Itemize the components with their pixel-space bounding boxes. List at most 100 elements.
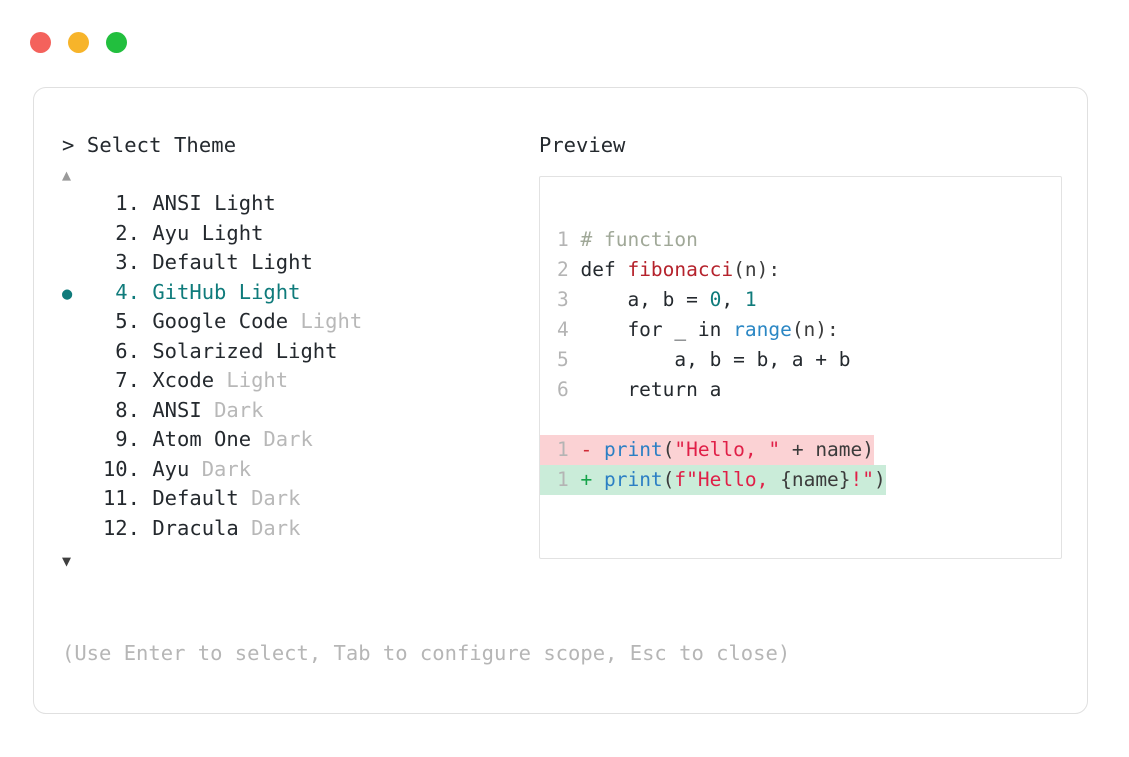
theme-item-variant: Light [201,220,264,245]
theme-item-name: Default [140,486,252,510]
theme-item-number: 2. [102,220,140,245]
theme-item-number: 5. [102,309,140,333]
theme-list-item[interactable]: 11. Default Dark [62,486,532,516]
code-line: 1 # function [540,225,1061,255]
theme-item-number: 12. [102,515,140,540]
page-title: > Select Theme [62,133,237,157]
theme-item-variant: Dark [201,456,252,481]
code-token: a, b = b, a + b [580,348,851,371]
code-token: range [733,318,792,341]
theme-item-number: 11. [102,486,140,510]
code-token: f"Hello, [674,468,781,491]
code-token: , [721,288,745,311]
code-line: 3 a, b = 0, 1 [540,285,1061,315]
close-window-button[interactable] [30,32,51,53]
line-number: 6 [557,378,581,401]
code-token: return a [580,378,722,401]
preview-label: Preview [539,133,626,157]
theme-item-name: Ayu [140,220,202,245]
code-token: a, b = [580,288,710,311]
line-number: 5 [557,348,581,371]
diff-added-line: 1 + print(f"Hello, {name}!") [540,465,886,495]
code-token: 0 [709,288,722,311]
code-token: def [580,258,628,281]
theme-item-variant: Dark [214,397,264,422]
line-number: 2 [557,258,581,281]
theme-item-name: Atom One [140,427,264,451]
theme-list-item[interactable]: 1. ANSI Light [62,191,532,221]
theme-item-variant: Light [251,250,313,274]
code-token: + name) [780,438,875,461]
theme-item-name: Xcode [140,368,227,392]
line-number: 3 [557,288,581,311]
theme-item-number: 9. [102,427,140,451]
diff-minus-sign: - [580,438,604,461]
selected-bullet-icon: ● [62,283,73,304]
diff-block: 1 - print("Hello, " + name)1 + print(f"H… [540,435,1061,495]
theme-item-name: Google Code [140,309,301,333]
scroll-down-icon[interactable]: ▼ [62,552,72,570]
theme-list-item[interactable]: 3. Default Light [62,250,532,280]
theme-item-number: 3. [102,250,140,274]
theme-list-item[interactable]: 12. Dracula Dark [62,516,532,546]
theme-item-number: 7. [102,368,140,392]
theme-list-item[interactable]: 9. Atom One Dark [62,427,532,457]
minimize-window-button[interactable] [68,32,89,53]
scroll-up-icon[interactable]: ▲ [62,166,72,184]
theme-item-number: 4. [102,279,140,304]
code-token: ( [662,438,675,461]
code-token: (n): [733,258,781,281]
theme-item-variant: Light [226,368,289,392]
code-token: for _ in [580,318,734,341]
theme-item-name: Dracula [140,515,252,540]
theme-list-item[interactable]: 10. Ayu Dark [62,457,532,487]
theme-list-item[interactable]: 7. Xcode Light [62,368,532,398]
theme-item-number: 10. [102,456,140,481]
line-number: 1 [557,438,581,461]
theme-item-name: ANSI [140,191,215,215]
theme-item-variant: Dark [251,515,301,540]
code-token: ( [662,468,675,491]
theme-list-item[interactable]: 6. Solarized Light [62,339,532,369]
code-token: (n): [791,318,839,341]
theme-list: 1. ANSI Light 2. Ayu Light 3. Default Li… [62,191,532,545]
code-token: print [603,438,663,461]
theme-list-item[interactable]: 8. ANSI Dark [62,398,532,428]
theme-item-variant: Dark [251,486,301,510]
maximize-window-button[interactable] [106,32,127,53]
diff-plus-sign: + [580,468,604,491]
theme-item-name: ANSI [140,397,215,422]
theme-selector-column: > Select Theme ▲ 1. ANSI Light 2. Ayu Li… [62,133,532,571]
theme-item-variant: Light [300,309,363,333]
theme-item-variant: Light [214,191,276,215]
code-token: !" [850,468,875,491]
theme-item-name: Default [140,250,252,274]
code-token: # function [580,228,698,251]
line-number: 1 [557,468,581,491]
code-token: {name} [780,468,851,491]
theme-item-variant: Light [238,279,301,304]
code-token: "Hello, " [674,438,781,461]
diff-removed-line: 1 - print("Hello, " + name) [540,435,875,465]
code-token: print [603,468,663,491]
line-number: 4 [557,318,581,341]
line-number: 1 [557,228,581,251]
theme-item-variant: Dark [263,427,313,451]
code-line: 2 def fibonacci(n): [540,255,1061,285]
keyboard-hint: (Use Enter to select, Tab to configure s… [62,641,791,665]
theme-item-variant: Light [275,338,338,363]
theme-item-name: Ayu [140,456,202,481]
theme-item-number: 6. [102,338,140,363]
theme-list-item[interactable]: ● 4. GitHub Light [62,280,532,310]
theme-list-item[interactable]: 5. Google Code Light [62,309,532,339]
theme-list-item[interactable]: 2. Ayu Light [62,221,532,251]
theme-item-name: GitHub [140,279,239,304]
code-line: 6 return a [540,375,1061,405]
code-token: ) [874,468,886,491]
theme-item-name: Solarized [140,338,276,363]
window-traffic-lights [30,32,127,53]
theme-selector-panel: > Select Theme ▲ 1. ANSI Light 2. Ayu Li… [33,87,1088,714]
